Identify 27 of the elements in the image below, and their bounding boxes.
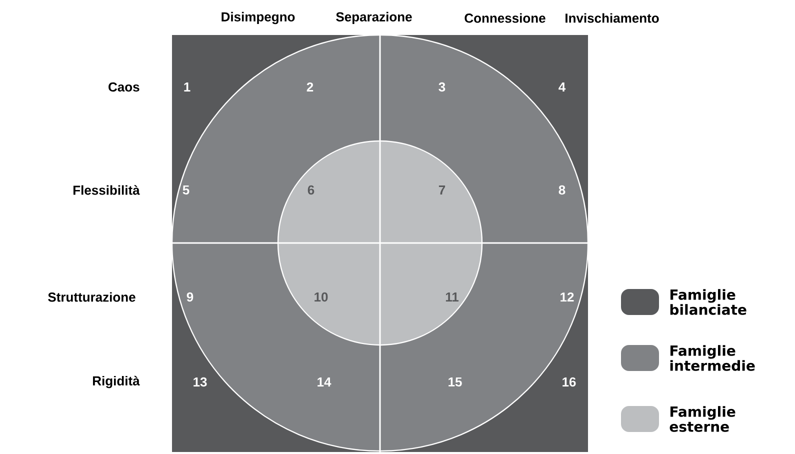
legend-label: Famiglie esterne <box>670 406 736 432</box>
cell-number: 5 <box>182 185 190 195</box>
cell-number: 4 <box>558 82 566 92</box>
legend-label: Famiglie bilanciate <box>670 289 746 315</box>
cell-number: 3 <box>438 82 446 92</box>
column-header: Disimpegno <box>222 12 295 24</box>
cell-number: 8 <box>558 185 566 195</box>
cell-number: 10 <box>314 292 328 302</box>
cell-number: 13 <box>194 377 207 387</box>
cell-number: 2 <box>306 82 314 92</box>
cell-number: 15 <box>448 377 462 387</box>
cell-number: 6 <box>308 185 314 195</box>
row-header: Flessibilità <box>73 185 140 195</box>
column-header: Invischiamento <box>566 13 659 23</box>
cell-number: 16 <box>562 377 576 387</box>
cell-number: 9 <box>186 292 194 302</box>
cell-number: 14 <box>318 378 332 386</box>
row-header: Caos <box>108 82 140 92</box>
cell-number: 1 <box>184 82 190 92</box>
cell-number: 11 <box>446 292 459 302</box>
column-header: Separazione <box>336 12 412 24</box>
cell-number: 12 <box>560 292 574 302</box>
row-header: Rigidità <box>93 376 140 388</box>
row-header: Strutturazione <box>48 292 136 302</box>
legend-label: Famiglie intermedie <box>670 345 755 371</box>
cell-number: 7 <box>438 186 446 194</box>
column-header: Connessione <box>464 13 546 23</box>
